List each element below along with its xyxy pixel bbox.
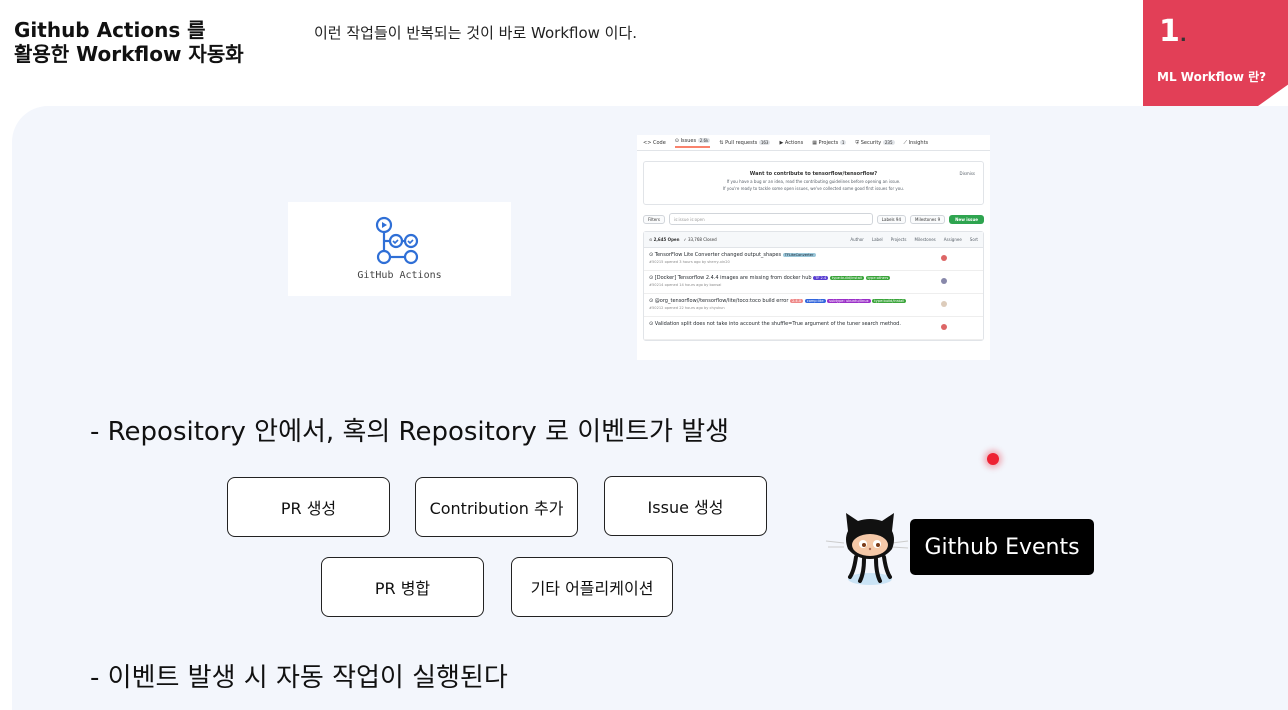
event-issue-create: Issue 생성 — [604, 476, 767, 536]
avatar — [941, 301, 947, 307]
milestones-button[interactable]: Milestones 9 — [910, 214, 946, 224]
bullet-event-occurs: - Repository 안에서, 혹의 Repository 로 이벤트가 발… — [90, 417, 730, 447]
assignee-filter[interactable]: Assignee — [943, 237, 962, 242]
tab-insights-label: Insights — [908, 139, 929, 146]
github-actions-caption: GitHub Actions — [357, 270, 442, 281]
tab-code-label: Code — [652, 139, 666, 146]
bullet-auto-run: - 이벤트 발생 시 자동 작업이 실행된다 — [90, 663, 508, 693]
issue-label[interactable]: 2.4.0 — [790, 299, 804, 303]
label-filter[interactable]: Label — [871, 237, 883, 242]
issue-meta: #50214 opened 14 hours ago by bonsai — [649, 283, 722, 287]
tab-pull-requests[interactable]: ⇅ Pull requests 163 — [719, 139, 771, 146]
labels-button[interactable]: Labels 94 — [876, 214, 907, 224]
contribute-banner: Want to contribute to tensorflow/tensorf… — [643, 161, 984, 205]
issue-title-row-4: ⊙ Validation split does not take into ac… — [649, 321, 901, 327]
tab-actions[interactable]: ▶ Actions — [779, 139, 804, 146]
issue-title-row-3: ⊙ @org_tensorflow//tensorflow/lite/toco:… — [649, 298, 907, 304]
banner-line-1: If you have a bug or an idea, read the c… — [726, 179, 901, 184]
tab-pull-requests-count: 163 — [758, 139, 771, 145]
section-number: 1. — [1159, 14, 1187, 54]
issue-title[interactable]: Validation split does not take into acco… — [654, 321, 901, 327]
issue-title-row-1: ⊙ TensorFlow Lite Converter changed outp… — [649, 252, 816, 258]
tab-issues-count: 2.6k — [697, 137, 711, 143]
issue-list: ⊙ 2,645 Open ✓ 33,768 Closed Author Labe… — [643, 231, 984, 341]
tab-issues[interactable]: ⊙ Issues 2.6k — [674, 137, 711, 148]
tab-pull-requests-label: Pull requests — [725, 139, 758, 146]
laser-pointer — [987, 453, 999, 465]
issue-filter-bar: Filters is:issue is:open Labels 94 Miles… — [643, 213, 984, 225]
octocat-icon — [825, 513, 909, 585]
dismiss-button[interactable]: Dismiss — [959, 171, 975, 176]
issue-title[interactable]: @org_tensorflow//tensorflow/lite/toco:to… — [654, 298, 789, 304]
issue-list-header: ⊙ 2,645 Open ✓ 33,768 Closed Author Labe… — [644, 232, 983, 248]
github-actions-card: GitHub Actions — [288, 202, 511, 296]
projects-filter[interactable]: Projects — [890, 237, 907, 242]
tab-code[interactable]: <> Code — [643, 139, 666, 146]
issue-label[interactable]: comp:lite — [804, 299, 826, 303]
author-filter[interactable]: Author — [850, 237, 864, 242]
slide-title: Github Actions 를 활용한 Workflow 자동화 — [14, 18, 244, 66]
slide-title-line-1: Github Actions 를 — [14, 18, 206, 42]
event-pr-create: PR 생성 — [227, 477, 390, 537]
issue-label[interactable]: TF 2.4 — [813, 276, 829, 280]
issue-title-row-2: ⊙ [Docker] Tensorflow 2.4.4 images are m… — [649, 275, 891, 281]
slide-title-line-2: 활용한 Workflow 자동화 — [14, 42, 244, 66]
issue-row[interactable]: ⊙ Validation split does not take into ac… — [644, 317, 983, 340]
sort-filter[interactable]: Sort — [969, 237, 978, 242]
filters-button[interactable]: Filters — [643, 214, 665, 224]
banner-line-2: If you're ready to tackle some open issu… — [722, 186, 905, 191]
banner-title: Want to contribute to tensorflow/tensorf… — [749, 171, 878, 177]
event-pr-merge: PR 병합 — [321, 557, 484, 617]
github-actions-icon — [375, 216, 419, 265]
issue-label[interactable]: type:build/install — [872, 299, 907, 303]
github-events-badge: Github Events — [910, 519, 1094, 575]
issue-row[interactable]: ⊙ [Docker] Tensorflow 2.4.4 images are m… — [644, 271, 983, 294]
issue-title[interactable]: [Docker] Tensorflow 2.4.4 images are mis… — [654, 275, 812, 281]
issue-search-input[interactable]: is:issue is:open — [669, 213, 873, 225]
github-issues-screenshot: <> Code ⊙ Issues 2.6k ⇅ Pull requests 16… — [637, 135, 990, 360]
tab-security-count: 235 — [882, 139, 895, 145]
avatar — [941, 324, 947, 330]
issue-label[interactable]: TFLiteConverter — [782, 253, 816, 257]
milestones-filter[interactable]: Milestones — [914, 237, 936, 242]
closed-count[interactable]: 33,768 Closed — [687, 237, 717, 242]
section-number-value: 1 — [1159, 14, 1180, 49]
event-contribution-add: Contribution 추가 — [415, 477, 578, 537]
repo-tabs: <> Code ⊙ Issues 2.6k ⇅ Pull requests 16… — [637, 135, 990, 151]
section-number-dot: . — [1179, 25, 1187, 46]
issue-header-filters: Author Label Projects Milestones Assigne… — [850, 237, 978, 242]
avatar — [941, 278, 947, 284]
issue-label[interactable]: type:build/install — [829, 276, 864, 280]
issue-label[interactable]: subtype: ubuntu/linux — [827, 299, 871, 303]
event-other-application: 기타 어플리케이션 — [511, 557, 673, 617]
tab-actions-label: Actions — [784, 139, 804, 146]
issue-meta: #50215 opened 3 hours ago by sherry-xin2… — [649, 260, 730, 264]
slide-subtitle: 이런 작업들이 반복되는 것이 바로 Workflow 이다. — [314, 24, 638, 42]
tab-security[interactable]: ⛨ Security 235 — [855, 139, 895, 146]
new-issue-button[interactable]: New issue — [949, 214, 984, 224]
issue-label[interactable]: type:others — [865, 276, 891, 280]
issue-row[interactable]: ⊙ @org_tensorflow//tensorflow/lite/toco:… — [644, 294, 983, 317]
tab-projects-count: 1 — [839, 139, 847, 145]
issue-meta: #50212 opened 22 hours ago by chyukun — [649, 306, 725, 310]
section-label: ML Workflow 란? — [1157, 70, 1267, 84]
tab-insights[interactable]: ⟋ Insights — [903, 139, 929, 146]
issue-count-summary: ⊙ 2,645 Open ✓ 33,768 Closed — [649, 237, 717, 242]
open-count[interactable]: 2,645 Open — [653, 237, 680, 242]
tab-issues-label: Issues — [680, 137, 697, 144]
avatar — [941, 255, 947, 261]
tab-projects-label: Projects — [818, 139, 839, 146]
issue-row[interactable]: ⊙ TensorFlow Lite Converter changed outp… — [644, 248, 983, 271]
tab-projects[interactable]: ▦ Projects 1 — [812, 139, 847, 146]
issue-title[interactable]: TensorFlow Lite Converter changed output… — [654, 252, 782, 258]
tab-security-label: Security — [860, 139, 882, 146]
